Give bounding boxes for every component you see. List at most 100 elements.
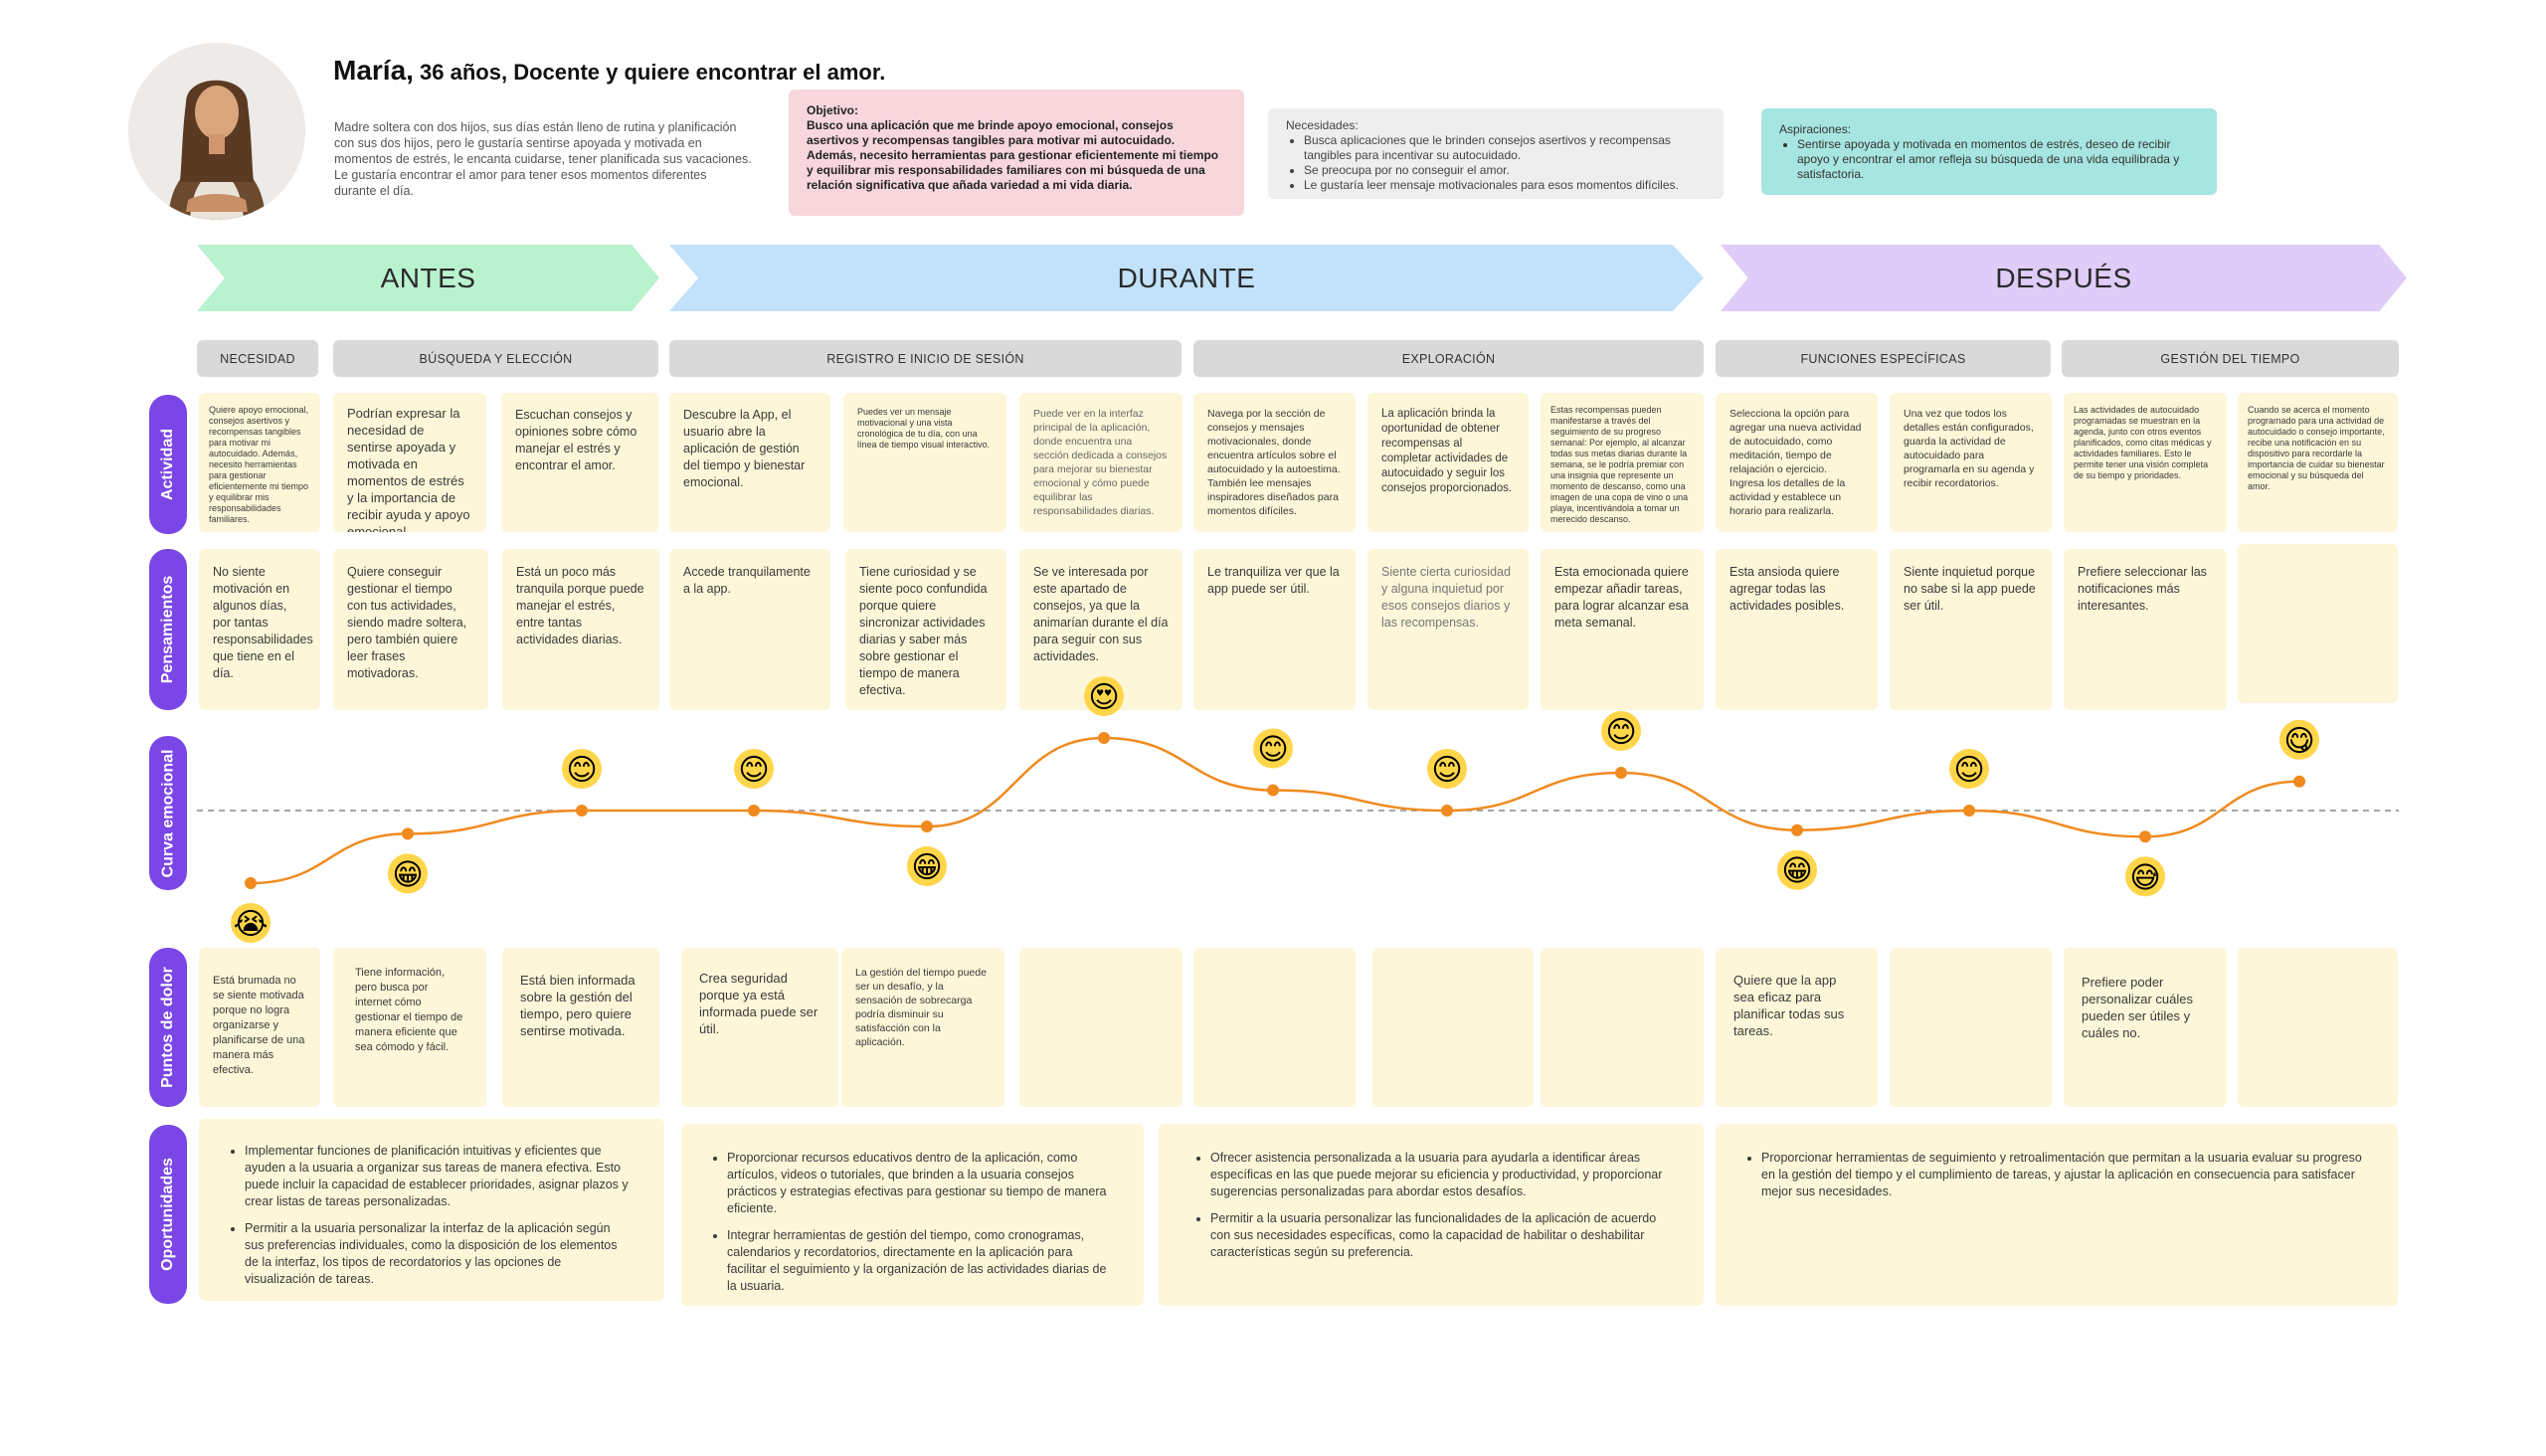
emotion-emoji-icon: 😊 <box>1605 715 1636 750</box>
dolor-card: La gestión del tiempo puede ser un desaf… <box>841 948 1004 1107</box>
row-label-dolor: Puntos de dolor <box>149 948 187 1107</box>
emoji-face-icon <box>1601 711 1641 752</box>
persona-title: María, 36 años, Docente y quiere encontr… <box>333 55 885 87</box>
emotion-point <box>402 827 414 840</box>
list-item: Permitir a la usuaria personalizar la in… <box>245 1220 631 1288</box>
emotion-emoji-icon: 😊 <box>566 753 597 788</box>
emoji-face-icon <box>2279 719 2319 760</box>
oportunidad-list: Ofrecer asistencia personalizada a la us… <box>1198 1150 1664 1261</box>
aspiraciones-title: Aspiraciones: <box>1779 122 1852 136</box>
pensamiento-card: Quiere conseguir gestionar el tiempo con… <box>333 549 488 710</box>
actividad-card: Descubre la App, el usuario abre la apli… <box>669 393 830 532</box>
actividad-card: Quiere apoyo emocional, consejos asertiv… <box>199 393 320 532</box>
phase-despues: DESPUÉS <box>1721 245 2407 311</box>
emoji-face-icon <box>562 749 602 789</box>
oportunidad-card: Proporcionar herramientas de seguimiento… <box>1716 1124 2398 1306</box>
phase-durante: DURANTE <box>669 245 1704 311</box>
emotion-emoji-icon: 😊 <box>738 753 769 788</box>
pensamiento-card: Esta ansioda quiere agregar todas las ac… <box>1716 549 1878 710</box>
dolor-card <box>2238 948 2398 1107</box>
dolor-card: Está brumada no se siente motivada porqu… <box>199 948 320 1107</box>
emotion-emoji-icon: 😁 <box>911 850 942 885</box>
emoji-face-icon <box>2125 856 2165 897</box>
emotion-emoji-icon: 😊 <box>1953 753 1984 788</box>
emoji-face-icon <box>1949 749 1989 789</box>
phase-label: DESPUÉS <box>1995 262 2132 293</box>
dolor-card: Quiere que la app sea eficaz para planif… <box>1716 948 1878 1107</box>
phase-label: DURANTE <box>1117 262 1256 293</box>
dolor-card <box>1019 948 1182 1107</box>
phase-antes: ANTES <box>197 245 659 311</box>
stage-gestion: GESTIÓN DEL TIEMPO <box>2062 340 2399 377</box>
emoji-face-icon <box>388 853 428 894</box>
actividad-card: Una vez que todos los detalles están con… <box>1890 393 2052 532</box>
stage-necesidad: NECESIDAD <box>197 340 318 377</box>
dolor-card: Tiene información, pero busca por intern… <box>333 948 486 1107</box>
emotion-emoji-icon: 😁 <box>1781 854 1812 889</box>
list-item: Permitir a la usuaria personalizar las f… <box>1210 1210 1664 1261</box>
list-item: Le gustaría leer mensaje motivacionales … <box>1304 178 1706 193</box>
row-label-curva: Curva emocional <box>149 736 187 890</box>
actividad-card: La aplicación brinda la oportunidad de o… <box>1367 393 1529 532</box>
emotion-emoji-icon: 😁 <box>392 857 423 892</box>
dolor-card: Crea seguridad porque ya está informada … <box>681 948 838 1107</box>
necesidades-list: Busca aplicaciones que le brinden consej… <box>1286 133 1706 193</box>
aspiraciones-box: Aspiraciones: Sentirse apoyada y motivad… <box>1761 108 2217 195</box>
emotion-point <box>2293 775 2305 788</box>
list-item: Ofrecer asistencia personalizada a la us… <box>1210 1150 1664 1200</box>
row-label-actividad: Actividad <box>149 395 187 534</box>
emoji-face-icon <box>734 749 774 789</box>
pensamiento-card: Prefiere seleccionar las notificaciones … <box>2064 549 2227 710</box>
emotion-emoji-icon: 😊 <box>1431 753 1462 788</box>
oportunidad-card: Proporcionar recursos educativos dentro … <box>681 1124 1144 1306</box>
stage-registro: REGISTRO E INICIO DE SESIÓN <box>669 340 1182 377</box>
oportunidad-list: Proporcionar recursos educativos dentro … <box>715 1150 1110 1295</box>
oportunidad-card: Implementar funciones de planificación i… <box>199 1119 664 1301</box>
persona-headline: 36 años, Docente y quiere encontrar el a… <box>413 60 886 85</box>
pensamiento-card: Siente cierta curiosidad y alguna inquie… <box>1367 549 1529 710</box>
dolor-card: Prefiere poder personalizar cuáles puede… <box>2064 948 2227 1107</box>
pensamiento-card: Está un poco más tranquila porque puede … <box>502 549 659 710</box>
persona-avatar <box>128 43 305 220</box>
oportunidad-list: Implementar funciones de planificación i… <box>233 1143 631 1288</box>
emotion-point <box>245 877 257 889</box>
objetivo-box: Objetivo: Busco una aplicación que me br… <box>789 90 1244 216</box>
actividad-card: Puede ver en la interfaz principal de la… <box>1019 393 1182 532</box>
emotion-point <box>1441 805 1453 817</box>
emotion-point <box>921 820 933 833</box>
stage-busqueda: BÚSQUEDA Y ELECCIÓN <box>333 340 658 377</box>
emoji-face-icon <box>1427 749 1467 789</box>
actividad-card: Podrían expresar la necesidad de sentirs… <box>333 393 486 532</box>
objetivo-title: Objetivo: <box>807 103 859 117</box>
actividad-card: Cuando se acerca el momento programado p… <box>2238 393 2398 532</box>
dolor-card: Está bien informada sobre la gestión del… <box>502 948 659 1107</box>
emotion-emoji-icon: 😭 <box>233 907 268 942</box>
list-item: Implementar funciones de planificación i… <box>245 1143 631 1210</box>
emoji-face-icon <box>1777 849 1817 890</box>
oportunidad-card: Ofrecer asistencia personalizada a la us… <box>1159 1124 1704 1306</box>
emoji-face-icon <box>231 903 271 943</box>
actividad-card: Estas recompensas pueden manifestarse a … <box>1541 393 1704 532</box>
emotion-point <box>1267 784 1279 797</box>
objetivo-text: Busco una aplicación que me brinde apoyo… <box>807 118 1219 192</box>
actividad-card: Navega por la sección de consejos y mens… <box>1193 393 1356 532</box>
actividad-card: Puedes ver un mensaje motivacional y una… <box>843 393 1006 532</box>
emotion-emoji-icon: 😊 <box>1257 733 1288 768</box>
pensamiento-card: Tiene curiosidad y se siente poco confun… <box>845 549 1006 710</box>
emoji-face-icon <box>1084 676 1124 716</box>
oportunidad-list: Proporcionar herramientas de seguimiento… <box>1749 1150 2364 1200</box>
aspiraciones-list: Sentirse apoyada y motivada en momentos … <box>1779 137 2199 182</box>
persona-description: Madre soltera con dos hijos, sus días es… <box>334 120 752 198</box>
emoji-face-icon <box>1253 728 1293 769</box>
emotion-point <box>748 805 760 817</box>
emotion-point <box>1963 805 1975 817</box>
pensamiento-card: Le tranquiliza ver que la app puede ser … <box>1193 549 1356 710</box>
list-item: Proporcionar recursos educativos dentro … <box>727 1150 1110 1217</box>
list-item: Se preocupa por no conseguir el amor. <box>1304 163 1706 178</box>
pensamiento-card: Accede tranquilamente a la app. <box>669 549 830 710</box>
emotion-points: 😭😁😊😊😁😍😊😊😊😁😊😅😋 <box>231 676 2319 943</box>
emotion-point <box>2139 830 2151 843</box>
emotion-emoji-icon: 😅 <box>2129 860 2160 895</box>
pensamiento-card: No siente motivación en algunos días, po… <box>199 549 320 710</box>
